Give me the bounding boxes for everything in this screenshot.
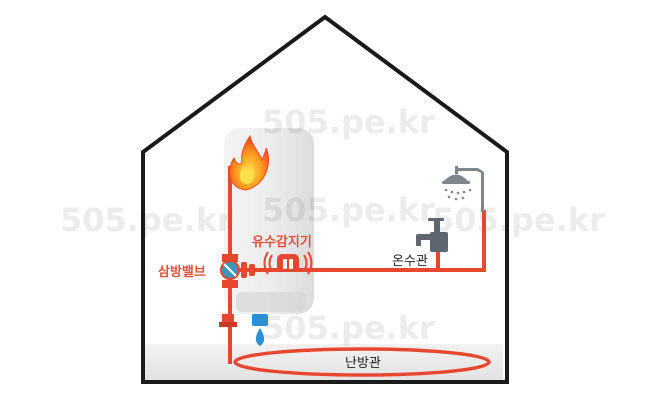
heating-pipe-label: 난방관: [345, 356, 381, 371]
boiler-tank-shadow: [236, 292, 306, 312]
watermark: 505.pe.kr: [262, 309, 435, 347]
fire-icon: [229, 134, 269, 191]
house-outline: [141, 14, 509, 384]
flow-sensor-icon: [263, 251, 313, 275]
heating-pipe-loop: [233, 347, 491, 377]
watermark: 505.pe.kr: [262, 103, 435, 141]
faucet-icon: [416, 218, 448, 252]
watermark-layer: 505.pe.kr 505.pe.kr 505.pe.kr 505.pe.kr …: [60, 103, 605, 347]
three-way-valve-icon: [220, 254, 255, 288]
watermark: 505.pe.kr: [60, 201, 233, 239]
watermark: 505.pe.kr: [432, 201, 605, 239]
watermark: 505.pe.kr: [262, 191, 435, 229]
shower-icon: [442, 166, 484, 212]
sensor-label: 유수감지기: [252, 235, 312, 250]
valve-label: 삼방밸브: [158, 264, 206, 280]
hot-pipe-label: 온수관: [392, 254, 428, 269]
bottom-valve: [219, 314, 237, 327]
water-drop-icon: [252, 314, 268, 346]
